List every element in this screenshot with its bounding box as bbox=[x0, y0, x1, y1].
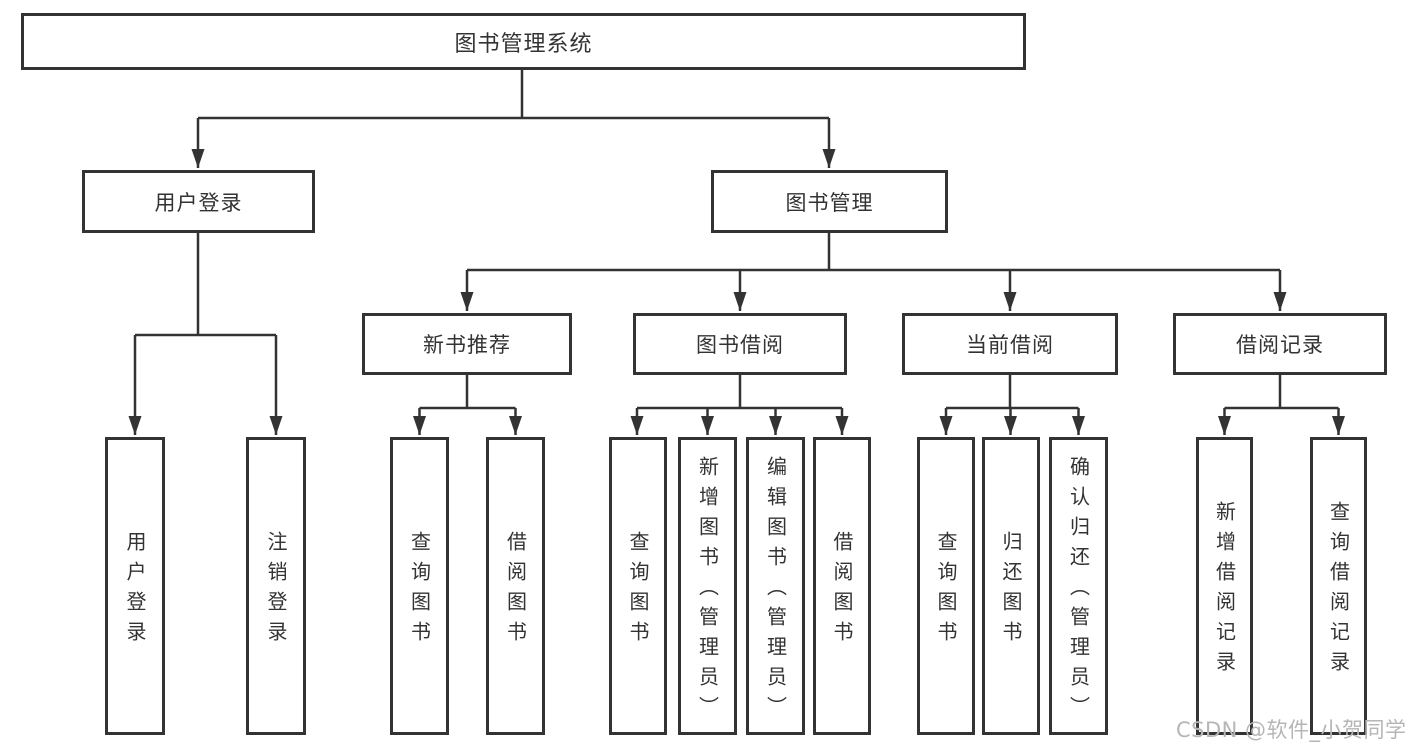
node-leaf-add-books-admin: 新增图书（管理员） bbox=[678, 437, 737, 735]
node-leaf-logout: 注销登录 bbox=[246, 437, 306, 735]
node-leaf-label: 查询图书 bbox=[626, 531, 650, 651]
node-root: 图书管理系统 bbox=[21, 13, 1026, 70]
node-leaf-query-borrow-record: 查询借阅记录 bbox=[1310, 437, 1367, 735]
connector-new-book-recommend-to-leaves bbox=[413, 375, 522, 435]
node-leaf-label: 查询借阅记录 bbox=[1326, 501, 1351, 681]
node-current-borrowing: 当前借阅 bbox=[902, 313, 1118, 375]
node-leaf-label: 查询图书 bbox=[934, 531, 958, 651]
node-user-login-label: 用户登录 bbox=[154, 190, 243, 215]
node-book-borrowing: 图书借阅 bbox=[633, 313, 847, 375]
node-leaf-label: 确认归还（管理员） bbox=[1066, 456, 1091, 726]
node-book-borrowing-label: 图书借阅 bbox=[696, 333, 784, 357]
node-root-label: 图书管理系统 bbox=[454, 31, 593, 57]
node-leaf-user-login: 用户登录 bbox=[105, 437, 165, 735]
connector-book-management-to-level3 bbox=[460, 233, 1287, 311]
connector-root-to-level2 bbox=[191, 69, 836, 168]
node-leaf-borrow-books-borrowing: 借阅图书 bbox=[813, 437, 871, 735]
node-leaf-borrow-books-recommend: 借阅图书 bbox=[486, 437, 545, 735]
node-book-management-label: 图书管理 bbox=[785, 190, 874, 215]
node-leaf-query-books-borrowing: 查询图书 bbox=[609, 437, 667, 735]
node-leaf-return-books: 归还图书 bbox=[982, 437, 1040, 735]
node-leaf-confirm-return-admin: 确认归还（管理员） bbox=[1049, 437, 1108, 735]
node-leaf-label: 归还图书 bbox=[999, 531, 1023, 651]
node-current-borrowing-label: 当前借阅 bbox=[966, 333, 1054, 357]
node-new-book-recommend: 新书推荐 bbox=[362, 313, 572, 375]
node-borrowing-records-label: 借阅记录 bbox=[1236, 333, 1324, 357]
connector-current-borrowing-to-leaves bbox=[939, 375, 1085, 435]
node-leaf-label: 借阅图书 bbox=[503, 531, 528, 651]
connector-borrowing-records-to-leaves bbox=[1218, 375, 1345, 435]
node-user-login: 用户登录 bbox=[82, 170, 315, 233]
node-book-management: 图书管理 bbox=[711, 170, 948, 233]
node-leaf-label: 编辑图书（管理员） bbox=[763, 456, 788, 726]
connector-user-login-to-leaves bbox=[128, 233, 283, 435]
node-leaf-query-books-current: 查询图书 bbox=[917, 437, 975, 735]
watermark: CSDN @软件_小贺同学 bbox=[1176, 718, 1405, 742]
node-borrowing-records: 借阅记录 bbox=[1173, 313, 1387, 375]
node-leaf-label: 新增图书（管理员） bbox=[695, 456, 720, 726]
node-leaf-edit-books-admin: 编辑图书（管理员） bbox=[746, 437, 805, 735]
connector-book-borrowing-to-leaves bbox=[630, 375, 849, 435]
node-leaf-add-borrow-record: 新增借阅记录 bbox=[1196, 437, 1253, 735]
node-leaf-label: 借阅图书 bbox=[830, 531, 854, 651]
node-leaf-query-books-recommend: 查询图书 bbox=[390, 437, 449, 735]
node-leaf-label: 注销登录 bbox=[264, 531, 288, 651]
node-leaf-label: 用户登录 bbox=[123, 531, 147, 651]
node-new-book-recommend-label: 新书推荐 bbox=[423, 333, 511, 357]
node-leaf-label: 新增借阅记录 bbox=[1212, 501, 1237, 681]
node-leaf-label: 查询图书 bbox=[407, 531, 432, 651]
